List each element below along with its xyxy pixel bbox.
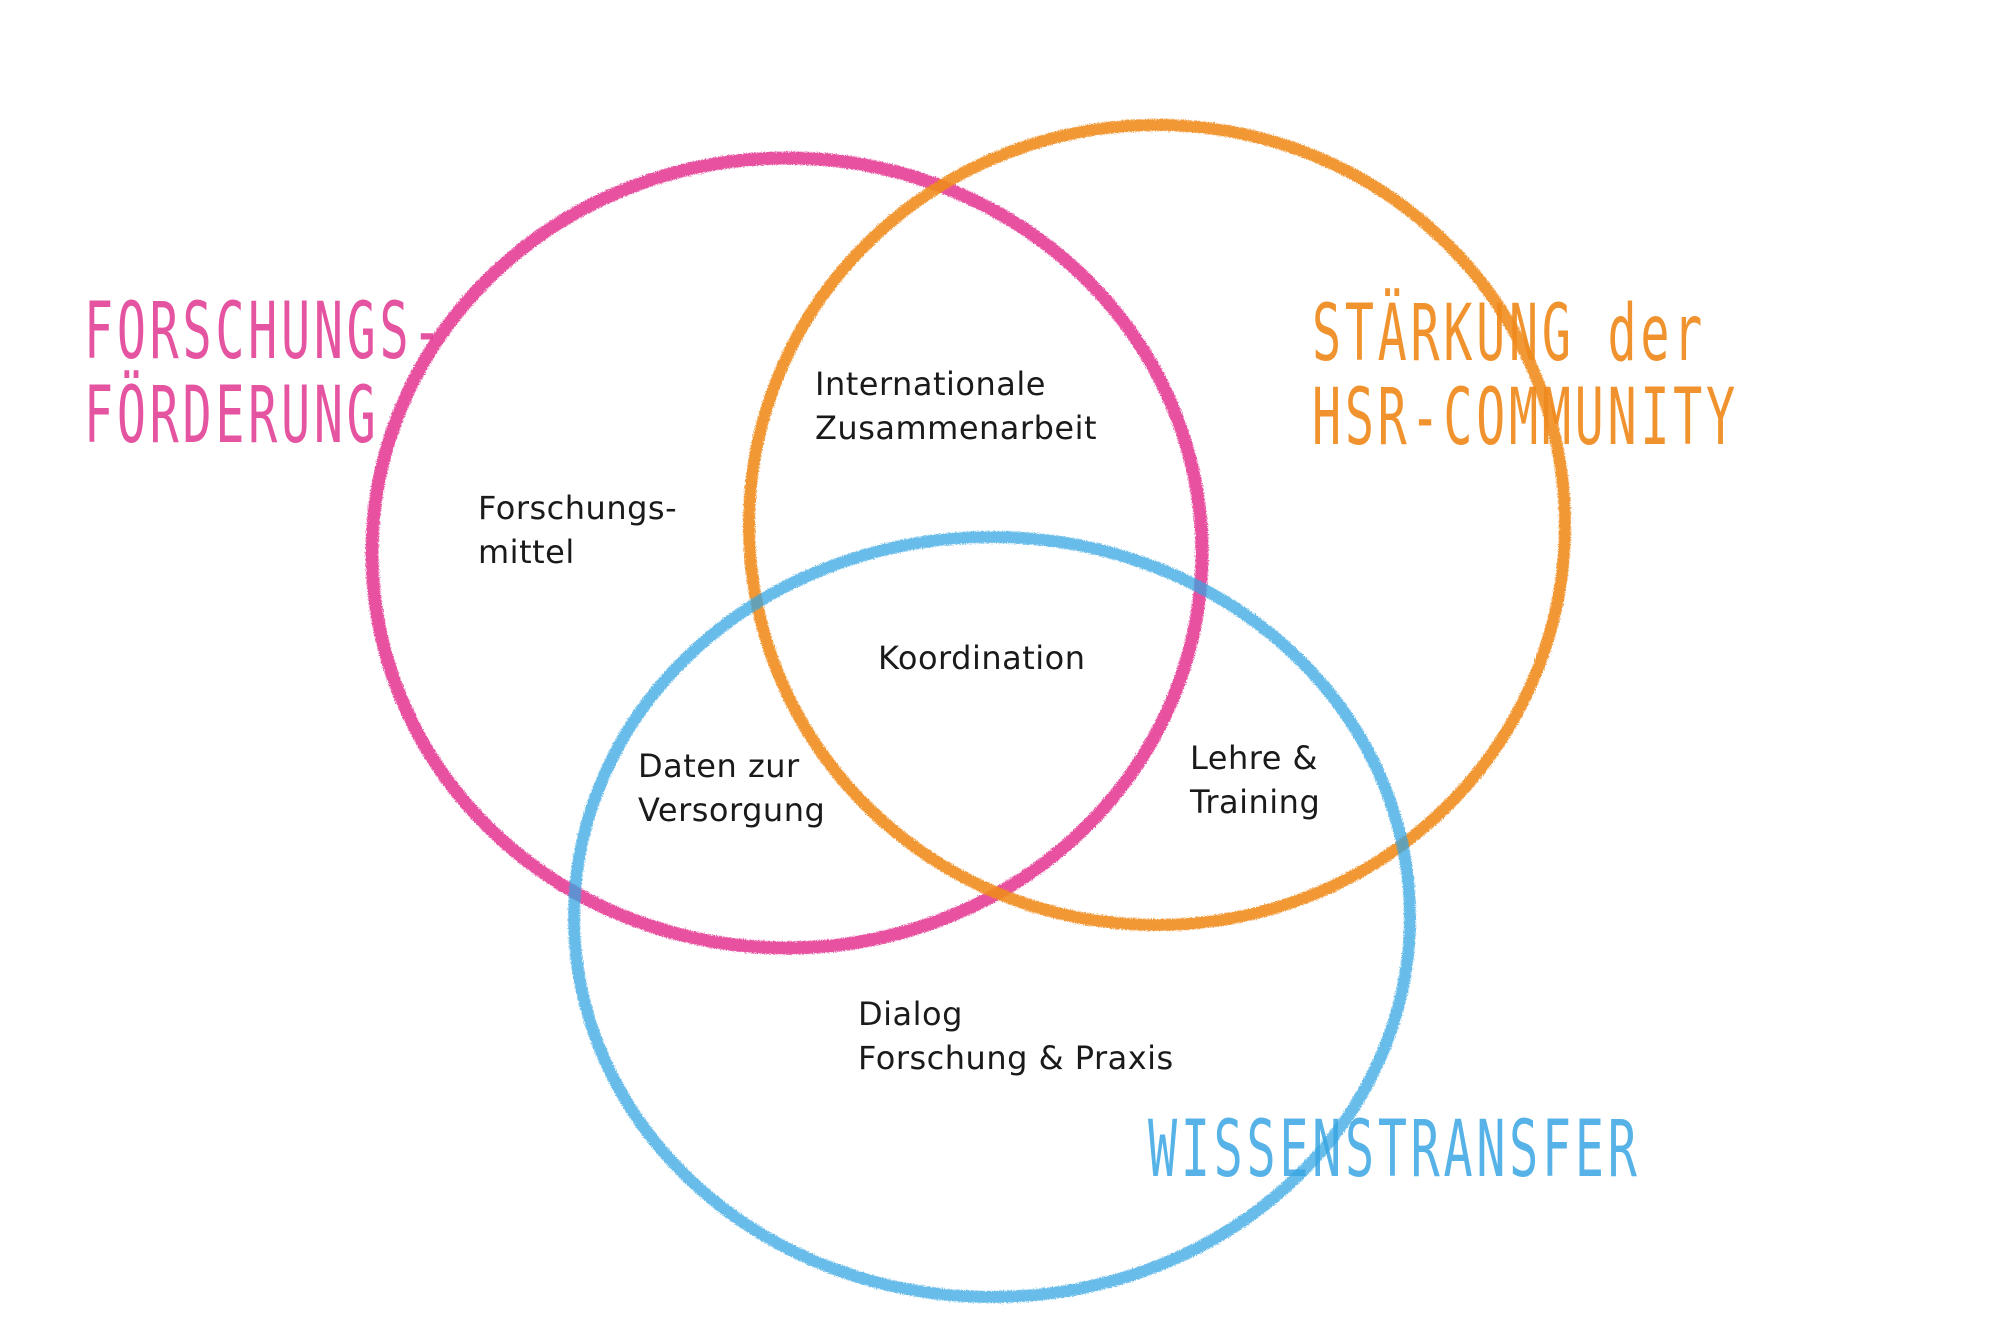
region-line: Forschung & Praxis xyxy=(858,1039,1174,1077)
region-koordination: Koordination xyxy=(878,636,1086,680)
region-line: Dialog xyxy=(858,995,963,1033)
region-line: Forschungs- xyxy=(478,489,678,527)
circle-forschungsfoerderung xyxy=(365,151,1209,955)
region-internationale-zusammenarbeit: Internationale Zusammenarbeit xyxy=(815,362,1097,450)
set-title-wissenstransfer: WISSENSTRANSFER xyxy=(1148,1108,1641,1192)
set-title-line: HSR-COMMUNITY xyxy=(1312,373,1739,463)
region-line: Training xyxy=(1190,783,1321,821)
region-line: Zusammenarbeit xyxy=(815,409,1097,447)
region-line: mittel xyxy=(478,533,575,571)
region-lehre-training: Lehre & Training xyxy=(1190,736,1320,824)
set-title-line: FÖRDERUNG xyxy=(84,371,380,461)
set-title-forschungsfoerderung: FORSCHUNGS- FÖRDERUNG xyxy=(84,290,445,458)
region-line: Koordination xyxy=(878,639,1086,677)
region-line: Daten zur xyxy=(638,747,800,785)
set-title-line: FORSCHUNGS- xyxy=(84,287,446,377)
circle-staerkung xyxy=(743,119,1571,931)
region-dialog-forschung-praxis: Dialog Forschung & Praxis xyxy=(858,992,1174,1080)
region-forschungsmittel: Forschungs- mittel xyxy=(478,486,677,574)
region-line: Versorgung xyxy=(638,791,826,829)
region-daten-zur-versorgung: Daten zur Versorgung xyxy=(638,744,825,832)
circle-wissenstransfer xyxy=(568,531,1416,1303)
set-title-line: WISSENSTRANSFER xyxy=(1148,1105,1641,1195)
set-title-staerkung: STÄRKUNG der HSR-COMMUNITY xyxy=(1312,292,1739,460)
set-title-line: STÄRKUNG der xyxy=(1312,289,1707,379)
region-line: Internationale xyxy=(815,365,1046,403)
region-line: Lehre & xyxy=(1190,739,1318,777)
